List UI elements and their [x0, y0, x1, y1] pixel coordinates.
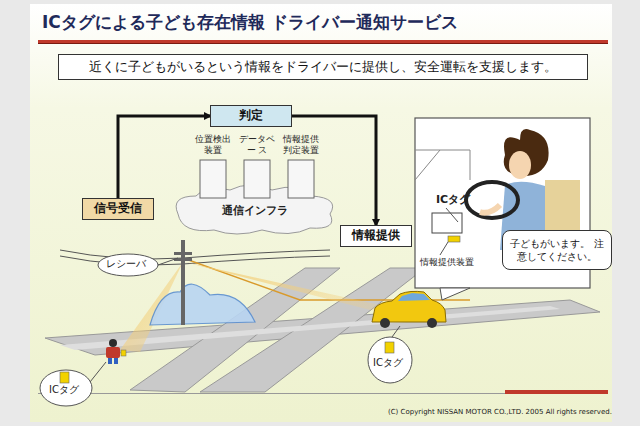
- process-box: 信号受信: [82, 198, 154, 220]
- part-label: ICタグ: [373, 357, 403, 369]
- part-label: 位置検出 装置: [193, 134, 233, 156]
- part-label: レシーバ: [106, 258, 146, 270]
- subtitle-box: 近くに子どもがいるという情報をドライバーに提供し、安全運転を支援します。: [58, 54, 588, 80]
- node-text: 信号受信: [94, 201, 142, 217]
- process-box: 情報提供: [340, 225, 412, 247]
- flow-arrow: [292, 116, 376, 225]
- speech-bubble: 子どもがいます。 注意してください。: [502, 230, 612, 270]
- flow-arrow: [118, 116, 210, 198]
- part-label: 通信インフラ: [222, 204, 288, 217]
- part-label: ICタグ: [436, 193, 470, 206]
- copyright-note: (C) Copyright NISSAN MOTOR CO.,LTD. 2005…: [388, 408, 612, 416]
- node-text: 情報提供: [352, 228, 400, 244]
- node-text: 子どもがいます。 注意してください。: [510, 237, 604, 263]
- part-label: 情報提供装置: [420, 257, 474, 268]
- node-text: 近くに子どもがいるという情報をドライバーに提供し、安全運転を支援します。: [89, 59, 557, 76]
- node-text: 判定: [239, 108, 263, 124]
- part-label: データベー ス: [237, 134, 277, 156]
- part-label: ICタグ: [49, 384, 79, 396]
- part-label: 情報提供 判定装置: [279, 134, 323, 156]
- slide-title: ICタグによる子ども存在情報 ドライバー通知サービス: [42, 12, 458, 32]
- process-box: 判定: [210, 105, 292, 127]
